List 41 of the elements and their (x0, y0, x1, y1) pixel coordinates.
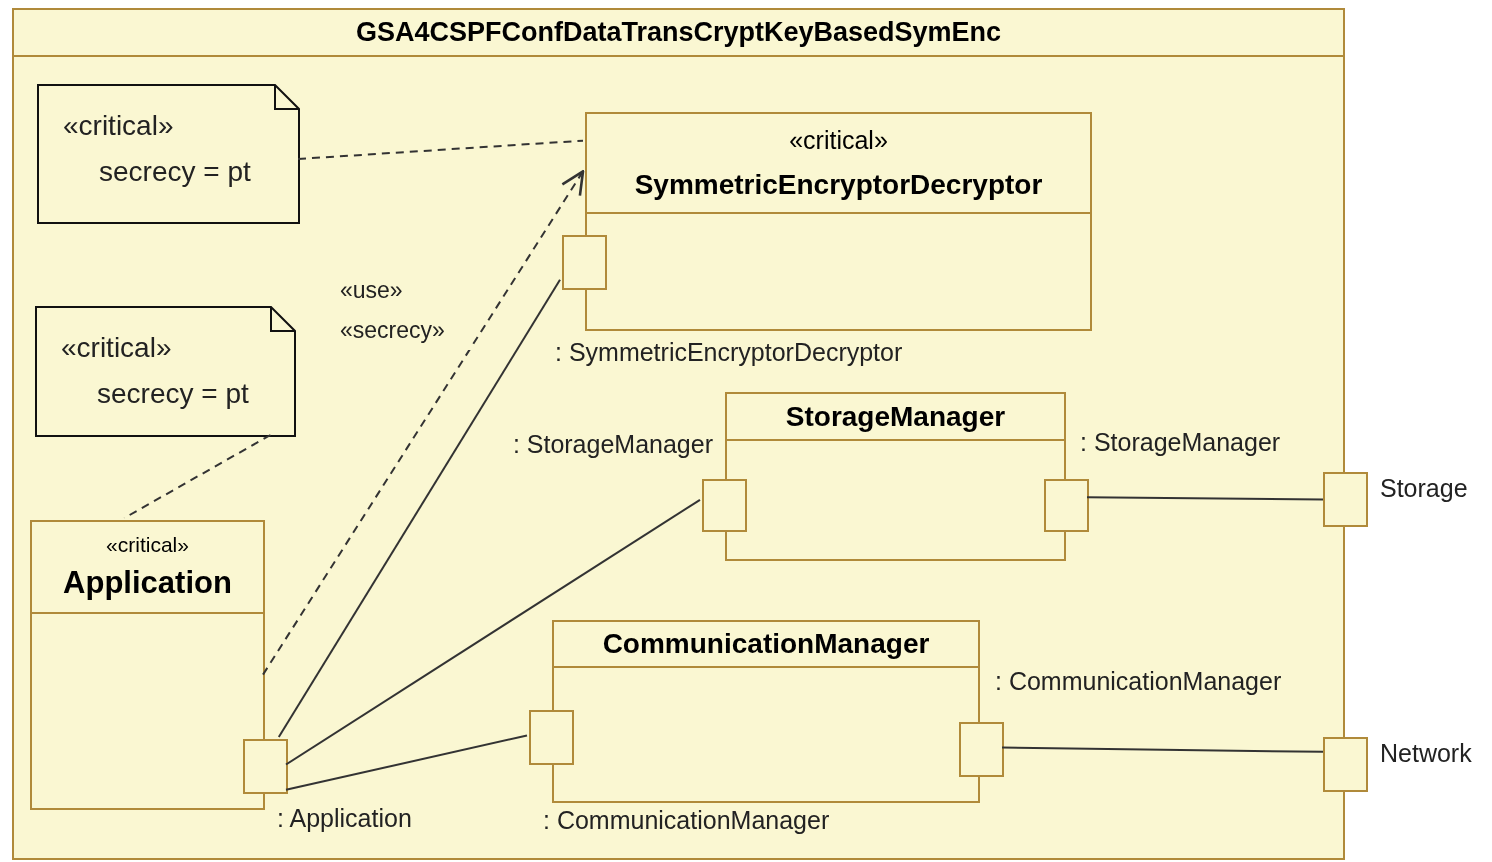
port-box (562, 235, 607, 290)
note-box (37, 84, 300, 224)
port-box (529, 710, 574, 765)
component-name: CommunicationManager (602, 628, 930, 660)
port-label: : StorageManager (512, 430, 713, 459)
connector-line (1086, 496, 1324, 501)
component-box (725, 392, 1066, 561)
component-name: SymmetricEncryptorDecryptor (634, 168, 1043, 201)
connector-line (285, 498, 701, 766)
port-label: : CommunicationManager (995, 667, 1282, 696)
frame-box (12, 8, 1345, 860)
port-box (1044, 479, 1089, 532)
stereotype-label: «critical» (61, 332, 172, 364)
component-box (30, 520, 265, 810)
port-label: : StorageManager (1080, 428, 1281, 457)
port-label: : Application (277, 804, 412, 833)
port-box (1323, 472, 1368, 527)
tagged-value: secrecy = pt (99, 156, 251, 188)
port-box (702, 479, 747, 532)
note-connector (297, 139, 584, 160)
dependency-arrow (262, 170, 585, 676)
port-label: Storage (1380, 474, 1468, 503)
stereotype-label: «critical» (63, 110, 174, 142)
frame-title: GSA4CSPFConfDataTransCryptKeyBasedSymEnc (355, 17, 1002, 48)
stereotype-label: «critical» (789, 125, 888, 155)
port-label: : CommunicationManager (543, 806, 830, 835)
component-name: Application (63, 565, 232, 601)
port-label: Network (1380, 739, 1472, 768)
port-box (959, 722, 1004, 777)
connector-line (285, 734, 528, 791)
port-box (1323, 737, 1368, 792)
component-box (585, 112, 1092, 331)
connector-line (277, 278, 561, 738)
stereotype-label: «critical» (106, 533, 189, 557)
component-box (552, 620, 980, 803)
connector-line (1001, 746, 1324, 753)
component-name: StorageManager (785, 400, 1006, 433)
port-box (243, 739, 288, 794)
tagged-value: secrecy = pt (97, 378, 249, 410)
note-box (35, 306, 296, 437)
port-label: : SymmetricEncryptorDecryptor (555, 338, 903, 367)
